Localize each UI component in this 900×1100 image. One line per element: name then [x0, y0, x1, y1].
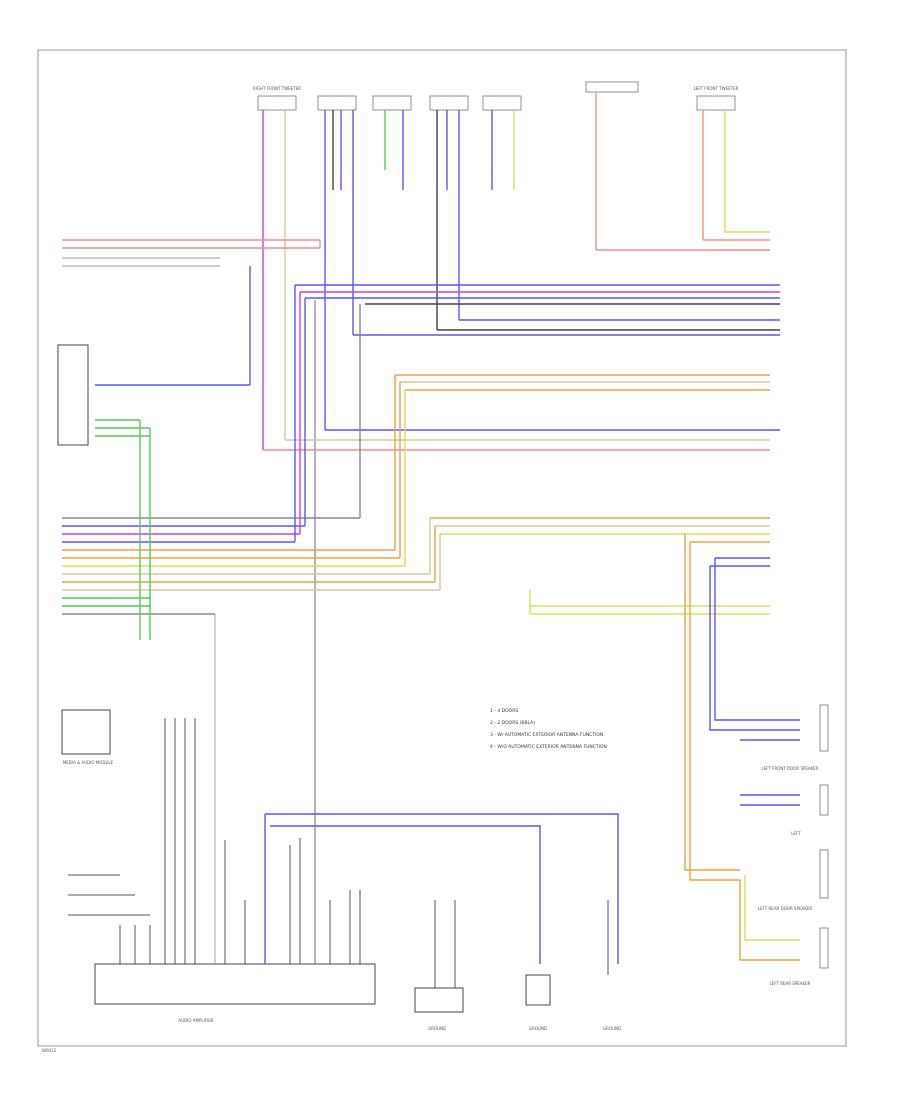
audio-amp-label: AUDIO AMPLIFIER — [178, 1018, 213, 1023]
vertical-wires — [262, 92, 726, 964]
left-modules — [57, 344, 551, 1013]
horizontal-wires — [62, 231, 780, 615]
ground-3-label: GROUND — [603, 1026, 621, 1031]
left-rear-door-speaker-label: LEFT REAR DOOR SPEAKER — [758, 906, 813, 911]
ground-1-label: GROUND — [428, 1026, 446, 1031]
top-connectors — [257, 81, 736, 111]
left-rear-speaker-label: LEFT REAR SPEAKER — [770, 981, 811, 986]
left-front-door-speaker-label: LEFT FRONT DOOR SPEAKER — [761, 766, 818, 771]
right-front-tweeter-label: RIGHT FRONT TWEETER — [253, 86, 301, 91]
legend-item-1: 1 - 4 DOORS — [490, 708, 518, 714]
left-label: LEFT — [791, 831, 801, 836]
harness-bridges — [95, 240, 800, 964]
diagram-frame — [37, 49, 847, 1047]
legend-item-2: 2 - 2 DOORS (BBLA) — [490, 720, 535, 726]
legend: 1 - 4 DOORS 2 - 2 DOORS (BBLA) 3 - W/ AU… — [490, 708, 607, 750]
legend-item-4: 4 - W/O AUTOMATIC EXTERIOR ANTENNA FUNCT… — [490, 744, 607, 750]
component-labels: AUDIO AMPLIFIER MEDIA & AUDIO MODULE RIG… — [42, 86, 819, 1053]
right-speakers — [819, 704, 829, 969]
legend-item-3: 3 - W/ AUTOMATIC EXTERIOR ANTENNA FUNCTI… — [490, 732, 603, 738]
diagram-code-label: W0012 — [42, 1048, 57, 1053]
media-module-label: MEDIA & AUDIO MODULE — [63, 760, 114, 765]
bottom-pins — [68, 718, 609, 988]
ground-2-label: GROUND — [529, 1026, 547, 1031]
left-front-tweeter-label: LEFT FRONT TWEETER — [694, 86, 739, 91]
